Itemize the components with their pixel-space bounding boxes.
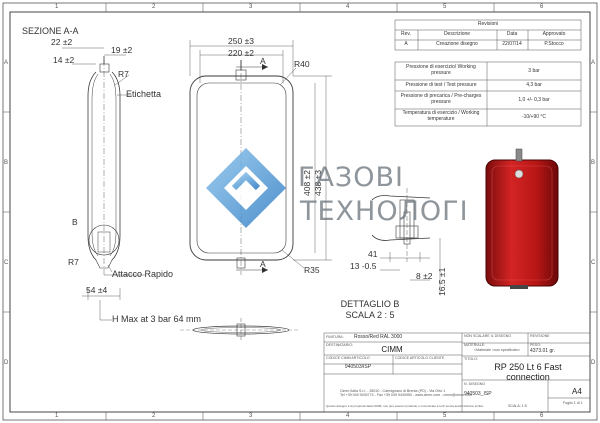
dim-54: 54 ±4 (86, 285, 108, 295)
spec-value-test: 4,3 bar (526, 82, 542, 88)
zone-col-3-top: 3 (249, 4, 253, 10)
zone-row-c-left: C (4, 260, 9, 266)
tb-finish-label: FINITURA: (326, 335, 344, 339)
zone-col-6-top: 6 (540, 4, 544, 10)
dim-41: 41 (368, 249, 378, 259)
rev-cell-approved: P.Stocco (544, 41, 564, 47)
watermark-line1: ГАЗОВІ (298, 162, 404, 193)
zone-row-a-left: A (4, 60, 9, 66)
detail-b-view (371, 188, 441, 295)
cut-label-a-bottom: A (260, 259, 266, 269)
zone-col-4-top: 4 (346, 4, 350, 10)
zone-col-5-top: 5 (443, 4, 447, 10)
zone-row-c-right: C (591, 260, 596, 266)
revisions-title: Revisioni (477, 21, 499, 27)
rev-cell-date: 22/07/14 (502, 41, 522, 47)
cut-label-a-top: A (260, 56, 266, 66)
watermark-logo-icon (206, 148, 286, 228)
tb-drawing: 940503_ISP (464, 391, 492, 397)
dim-r7-bottom: R7 (68, 257, 79, 267)
dim-22: 22 ±2 (51, 37, 73, 47)
rev-cell-rev: A (404, 41, 408, 47)
tb-disclaimer: Questo disegno è di proprietà della CIMM… (326, 404, 484, 408)
dim-r35: R35 (304, 265, 320, 275)
dim-13: 13 -0.5 (350, 261, 377, 271)
zone-row-d-right: D (591, 360, 596, 366)
tb-sheet: Foglio 1 di 1 (563, 401, 583, 405)
spec-value-temperature: -10/+90 °C (521, 114, 547, 120)
spec-label-temperature: Temperatura di esercizio / Working tempe… (402, 110, 480, 122)
detail-title: DETTAGLIO B (340, 299, 400, 309)
tb-code-label: CODICE CIMM ARTICOLO (326, 356, 370, 360)
dim-220: 220 ±2 (228, 48, 254, 58)
zone-col-6-bottom: 6 (540, 413, 544, 419)
section-title: SEZIONE A-A (22, 26, 79, 36)
detail-scale: SCALA 2 : 5 (345, 310, 395, 320)
tb-recipient: CIMM (381, 345, 403, 354)
label-hmax: H Max at 3 bar 64 mm (112, 314, 202, 324)
zone-row-b-left: B (4, 160, 9, 166)
dim-250: 250 ±3 (228, 36, 254, 46)
tb-address: Cimm Italia S.r.l. - 35010 - Carmignano … (340, 389, 472, 397)
spec-label-test: Pressione di test / Test pressure (405, 82, 477, 88)
spec-value-working: 3 bar (528, 68, 540, 74)
tank-render-image (485, 148, 559, 289)
rev-header-approved: Approvato (542, 31, 566, 37)
tb-size: A4 (572, 387, 582, 396)
dim-r7-top: R7 (118, 69, 129, 79)
spec-label-working: Pressione di esercizio/ Working pressure (406, 64, 476, 76)
zone-col-4-bottom: 4 (346, 413, 350, 419)
tb-finish: Rosso/Red RAL 3000 (354, 334, 403, 340)
tb-revision-label: REVISIONE (530, 334, 550, 338)
zone-col-1-bottom: 1 (55, 413, 59, 419)
label-b: B (72, 217, 78, 227)
specs-table (394, 61, 582, 127)
zone-row-b-right: B (591, 160, 596, 166)
rev-cell-desc: Creazione disegno (436, 41, 478, 47)
tb-material: <Materiale <non specificato> (474, 348, 521, 352)
tb-drawing-label: N. DISEGNO (464, 382, 486, 386)
tb-material-label: MATERIALE: (464, 343, 486, 347)
dim-14: 14 ±2 (53, 55, 75, 65)
zone-ticks (3, 3, 597, 420)
tb-scale-label: SCALA: 1:5 (508, 404, 527, 408)
zone-row-a-right: A (591, 60, 596, 66)
dim-19: 19 ±2 (111, 45, 133, 55)
watermark-line2: ТЕХНОЛОГІ (300, 196, 469, 227)
zone-col-2-bottom: 2 (152, 413, 156, 419)
rev-header-rev: Rev. (401, 31, 411, 37)
zone-col-2-top: 2 (152, 4, 156, 10)
tb-weight-label: PESO: (530, 343, 541, 347)
dim-16-5: 16.5 ±1 (437, 267, 447, 296)
label-etichetta: Etichetta (126, 89, 162, 99)
tb-noscale: NON SCALARE IL DISEGNO (464, 334, 512, 338)
zone-row-d-left: D (4, 360, 9, 366)
tb-code: 940503/ISP (344, 364, 372, 370)
section-view (62, 47, 145, 321)
title-block (323, 332, 591, 413)
tb-title: RP 250 Lt 6 Fast connection (494, 362, 562, 382)
dim-r40: R40 (294, 59, 310, 69)
zone-col-1-top: 1 (55, 4, 59, 10)
zone-col-5-bottom: 5 (443, 413, 447, 419)
tb-recipient-label: DESTINATARIO: (326, 343, 354, 347)
tb-client-code-label: CODICE ARTICOLO CLIENTE (395, 356, 445, 360)
spec-value-precharge: 1,0 +/- 0,3 bar (518, 97, 550, 103)
rev-header-desc: Descrizione (443, 31, 471, 37)
label-attacco-rapido: Attacco Rapido (112, 269, 174, 279)
dim-8: 8 ±2 (416, 271, 433, 281)
tb-weight: 4373.01 gr. (530, 348, 556, 354)
zone-col-3-bottom: 3 (249, 413, 253, 419)
spec-label-precharge: Pressione di precarica / Pre-charges pre… (400, 93, 482, 105)
revisions-table (394, 19, 582, 51)
front-view (180, 40, 332, 342)
tb-title-label: TITOLO: (464, 357, 478, 361)
rev-header-date: Data (506, 31, 518, 37)
